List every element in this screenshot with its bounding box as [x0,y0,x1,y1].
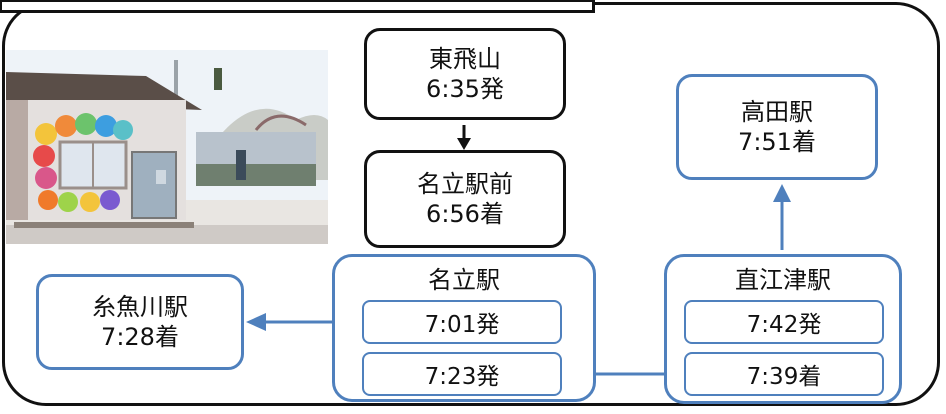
node-higashi-tobiyama: 東飛山 6:35発 [364,28,566,120]
arrival-time: 7:39着 [746,364,822,390]
arrival-time: 6:56着 [426,200,504,228]
station-name: 名立駅 [428,266,500,294]
station-name: 名立駅前 [417,170,513,198]
arrow-tobiyama-to-ekimae [457,125,471,150]
node-itoigawa: 糸魚川駅 7:28着 [36,274,244,370]
station-photo [6,50,328,244]
station-name: 東飛山 [429,45,501,73]
arrow-naoetsu-to-takada [773,184,791,250]
node-nadachi-ekimae: 名立駅前 6:56着 [364,150,566,248]
nadachi-departure-1: 7:01発 [362,300,562,344]
station-name: 直江津駅 [735,266,831,294]
departure-time: 7:42発 [746,312,822,338]
naoetsu-departure: 7:42発 [684,300,884,344]
nadachi-departure-2: 7:23発 [362,352,562,396]
header-box [0,0,595,13]
departure-time: 6:35発 [426,75,504,103]
departure-time: 7:01発 [424,312,500,338]
station-name: 糸魚川駅 [92,293,188,321]
node-takada: 高田駅 7:51着 [676,74,878,180]
arrival-time: 7:51着 [738,128,816,156]
departure-time: 7:23発 [424,364,500,390]
naoetsu-arrival: 7:39着 [684,352,884,396]
station-name: 高田駅 [741,98,813,126]
arrival-time: 7:28着 [101,323,179,351]
